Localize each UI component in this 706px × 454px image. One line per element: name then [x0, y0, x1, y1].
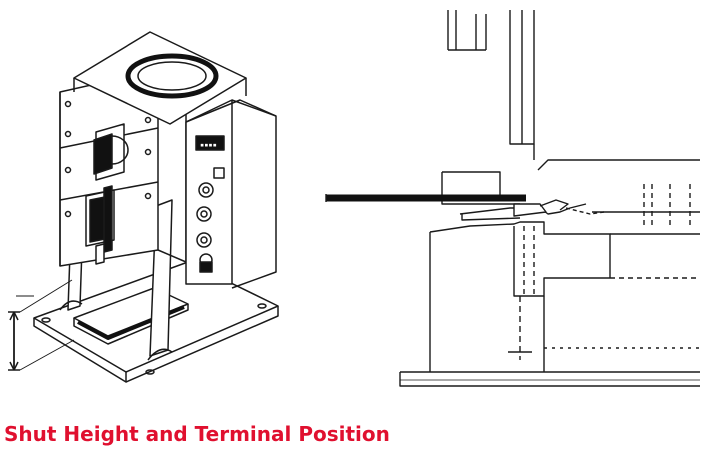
diagram-figure: ▪▪▪▪: [8, 10, 700, 387]
press-machine-illustration: ▪▪▪▪: [8, 31, 279, 383]
svg-text:▪▪▪▪: ▪▪▪▪: [200, 141, 217, 149]
terminal-cross-section-drawing: [325, 10, 700, 387]
figure-caption: Shut Height and Terminal Position: [4, 422, 390, 446]
